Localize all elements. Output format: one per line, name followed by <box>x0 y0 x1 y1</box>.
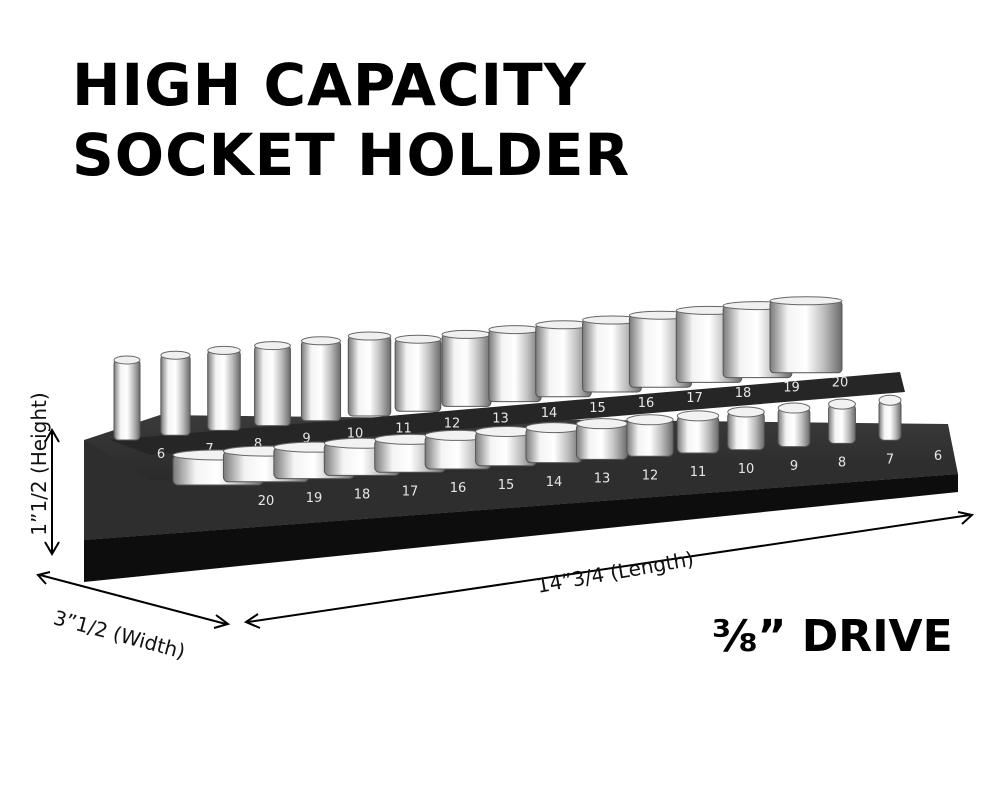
back-size-label: 11 <box>395 422 412 437</box>
front-socket <box>878 394 902 441</box>
front-row-sockets: 20 19 18 17 16 15 14 13 12 11 10 9 8 7 6 <box>172 394 942 509</box>
back-socket <box>769 296 843 374</box>
back-socket <box>347 331 392 417</box>
front-size-label: 14 <box>546 475 563 490</box>
back-socket <box>254 341 291 427</box>
front-size-label: 7 <box>886 452 894 467</box>
front-socket <box>575 418 629 460</box>
width-arrow <box>36 571 231 629</box>
front-size-label: 17 <box>402 484 419 499</box>
front-size-label: 15 <box>498 478 515 493</box>
front-size-label: 6 <box>934 449 942 464</box>
headline: HIGH CAPACITY SOCKET HOLDER <box>72 50 630 190</box>
front-size-label: 11 <box>690 465 707 480</box>
front-socket <box>525 422 583 464</box>
front-socket <box>777 402 811 448</box>
front-size-label: 12 <box>642 468 659 483</box>
front-size-label: 16 <box>450 481 467 496</box>
drive-size-label: ⅜” DRIVE <box>712 611 953 662</box>
back-socket <box>160 350 191 436</box>
front-size-label: 13 <box>594 472 611 487</box>
back-size-label: 12 <box>444 416 461 431</box>
front-size-label: 19 <box>306 491 323 506</box>
front-socket <box>828 398 856 444</box>
back-socket <box>441 329 492 407</box>
front-size-label: 18 <box>354 488 371 503</box>
back-size-label: 20 <box>832 376 849 391</box>
back-size-label: 15 <box>589 401 606 416</box>
back-size-label: 14 <box>541 406 558 421</box>
front-size-label: 20 <box>258 494 275 509</box>
front-socket <box>626 414 674 457</box>
back-socket <box>535 320 592 398</box>
front-size-label: 8 <box>838 456 846 471</box>
front-size-label: 9 <box>790 459 798 474</box>
back-socket <box>488 325 542 403</box>
height-dimension-label: 1”1/2 (Height) <box>27 392 51 536</box>
back-size-label: 18 <box>735 386 752 401</box>
height-arrow <box>44 428 60 556</box>
back-size-label: 8 <box>254 437 262 452</box>
front-socket <box>676 410 720 454</box>
back-size-label: 9 <box>302 432 310 447</box>
back-size-label: 16 <box>638 396 655 411</box>
back-socket <box>207 345 241 431</box>
holder-back-tier <box>110 372 905 455</box>
back-socket <box>394 334 442 412</box>
headline-line-2: SOCKET HOLDER <box>72 121 631 189</box>
back-size-label: 6 <box>157 447 165 462</box>
length-arrow <box>243 511 975 629</box>
front-socket <box>727 406 765 451</box>
holder-front-slope <box>84 440 958 540</box>
back-size-label: 7 <box>205 442 213 457</box>
holder-base <box>84 474 958 582</box>
back-socket <box>300 336 342 422</box>
back-size-label: 13 <box>492 411 509 426</box>
back-size-label: 19 <box>783 381 800 396</box>
back-socket <box>113 355 141 441</box>
front-size-label: 10 <box>738 462 755 477</box>
back-size-label: 17 <box>686 391 703 406</box>
headline-line-1: HIGH CAPACITY <box>72 51 587 119</box>
